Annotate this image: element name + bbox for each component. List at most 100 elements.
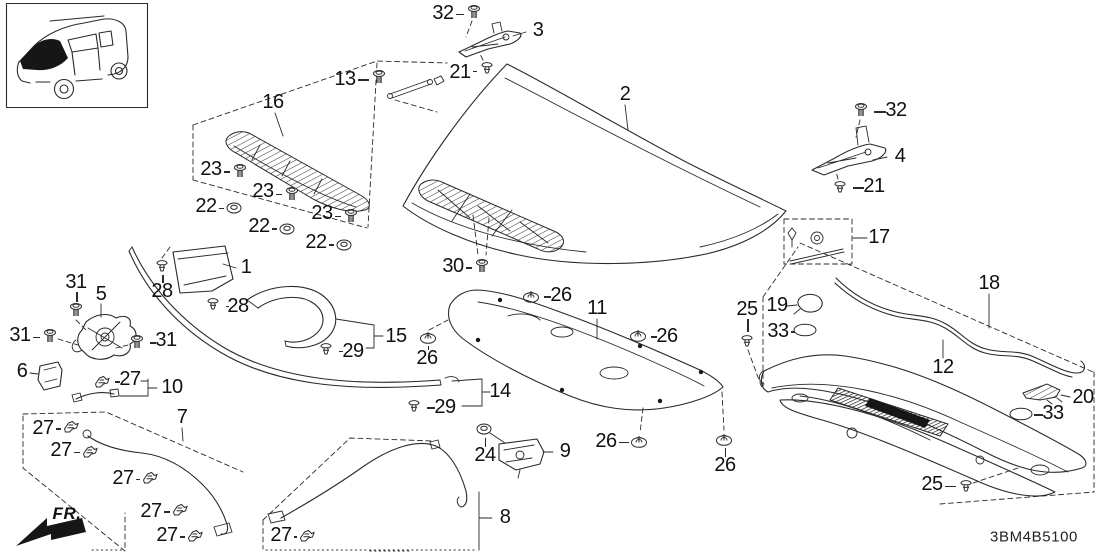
callout-leader-line: [339, 350, 343, 352]
callout-leader-line: [427, 407, 435, 409]
callout-31: 31: [155, 329, 177, 351]
pushclip-icon: [318, 341, 334, 358]
clamp-icon: [299, 529, 316, 544]
hood-panel: [402, 63, 787, 265]
release-cable-front: [22, 411, 244, 552]
grommet-icon: [476, 423, 493, 436]
callout-26: 26: [416, 347, 438, 369]
clamp-icon: [172, 503, 189, 518]
callout-leader-line: [791, 331, 795, 333]
pin-grommet-icon: [630, 434, 649, 448]
callout-17: 17: [868, 226, 890, 248]
callout-22: 22: [248, 215, 270, 237]
callout-11: 11: [587, 297, 607, 319]
callout-21: 21: [863, 175, 885, 197]
bolt-icon: [283, 187, 301, 204]
callout-leader-line: [651, 336, 657, 338]
bolt-icon: [342, 209, 360, 226]
callout-leader-line: [544, 296, 551, 298]
callout-1: 1: [240, 256, 252, 278]
callout-leader-line: [226, 305, 229, 307]
pushclip-icon: [479, 60, 495, 77]
callout-9: 9: [559, 440, 571, 462]
callout-leader-line: [150, 342, 156, 344]
grommet-icon: [336, 239, 353, 252]
grommet-icon: [279, 223, 296, 236]
callout-32: 32: [885, 99, 907, 121]
callout-leader-line: [619, 441, 629, 443]
callout-leader-line: [74, 451, 80, 453]
release-cable-rear: [262, 437, 478, 551]
callout-5: 5: [95, 283, 107, 305]
pin-grommet-icon: [522, 289, 541, 303]
callout-23: 23: [252, 180, 274, 202]
callout-28: 28: [227, 295, 249, 317]
callout-leader-line: [294, 536, 297, 538]
callout-15: 15: [385, 325, 407, 347]
callout-25: 25: [736, 298, 758, 320]
callout-26: 26: [714, 454, 736, 476]
pin-grommet-icon: [715, 432, 734, 446]
callout-leader-line: [853, 187, 864, 189]
callout-19: 19: [766, 294, 788, 316]
hood-latch-assembly: [37, 313, 137, 403]
bolt-icon: [67, 303, 85, 320]
callout-27: 27: [32, 417, 54, 439]
callout-31: 31: [65, 271, 87, 293]
callout-leader-line: [456, 13, 464, 15]
clamp-icon: [142, 471, 159, 486]
cowl-top-assembly: [758, 354, 1087, 497]
callout-leader-line: [466, 267, 472, 269]
callout-8: 8: [499, 506, 511, 528]
pushclip-icon: [154, 258, 170, 275]
callout-27: 27: [50, 439, 72, 461]
pushclip-icon: [406, 398, 422, 415]
rear-hood-seal: [834, 277, 1086, 378]
callout-18: 18: [978, 272, 1000, 294]
fr-direction-label: FR.: [52, 504, 82, 523]
oval-icon: [793, 323, 818, 337]
callout-leader-line: [219, 207, 224, 209]
callout-27: 27: [140, 500, 162, 522]
leader-lines: [29, 31, 1071, 551]
hood-molding: [192, 60, 448, 229]
callout-leader-line: [276, 193, 282, 195]
callout-13: 13: [334, 68, 356, 90]
pushclip-icon: [205, 296, 221, 313]
callout-16: 16: [262, 91, 284, 113]
callout-29: 29: [342, 340, 364, 362]
callout-leader-line: [747, 319, 749, 332]
callout-6: 6: [16, 360, 28, 382]
callout-21: 21: [449, 61, 471, 83]
pin-grommet-icon: [419, 330, 438, 344]
u-bracket: [246, 285, 337, 349]
callout-14: 14: [489, 380, 511, 402]
callout-26: 26: [595, 430, 617, 452]
callout-28: 28: [151, 280, 173, 302]
callout-leader-line: [33, 336, 40, 338]
bolt-icon: [128, 335, 146, 352]
hood-hinge-left: [458, 20, 522, 61]
callout-27: 27: [156, 524, 178, 546]
callout-26: 26: [550, 284, 572, 306]
pushclip-icon: [739, 333, 755, 350]
callout-31: 31: [9, 324, 31, 346]
callout-20: 20: [1072, 386, 1094, 408]
callout-24: 24: [474, 444, 496, 466]
callout-29: 29: [434, 396, 456, 418]
callout-leader-line: [358, 79, 369, 81]
callout-23: 23: [311, 202, 333, 224]
callout-3: 3: [532, 19, 544, 41]
callout-leader-line: [335, 215, 341, 217]
callout-27: 27: [270, 524, 292, 546]
hood-hinge-right: [811, 119, 887, 180]
clamp-icon: [187, 529, 204, 544]
callout-22: 22: [195, 195, 217, 217]
callout-leader-line: [136, 478, 140, 480]
clamp-icon: [63, 420, 80, 435]
callout-leader-line: [115, 381, 120, 383]
bolt-icon: [465, 5, 483, 22]
bolt-icon: [852, 103, 870, 120]
oval-icon: [1009, 407, 1034, 421]
